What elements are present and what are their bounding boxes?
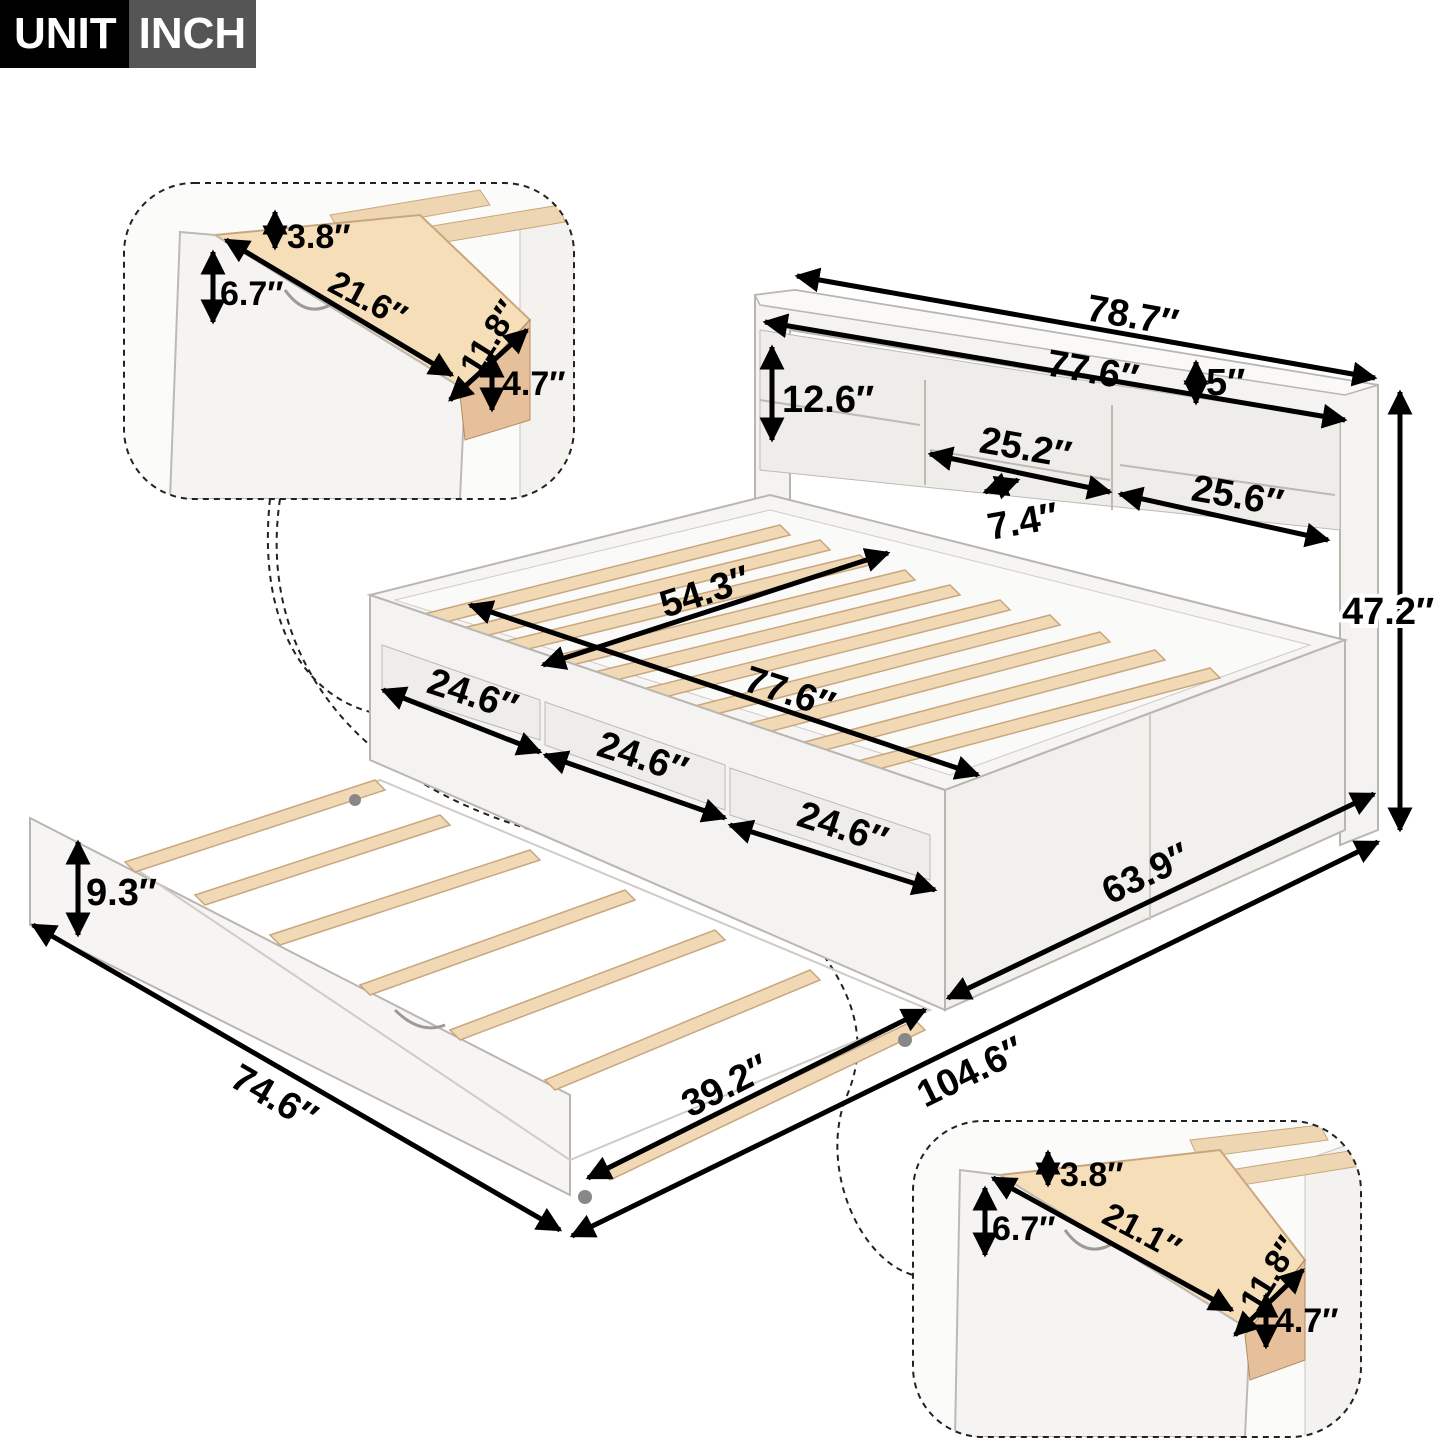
headboard-total-width-label: 78.7″ (1083, 288, 1181, 345)
trundle-length-label: 74.6″ (224, 1056, 325, 1138)
headboard-top-shelf-depth-label: 5″ (1206, 362, 1245, 404)
trundle-height-label: 9.3″ (86, 872, 157, 914)
bottom-drawer-inner-height-label: 3.8″ (1060, 1156, 1124, 1194)
headboard-shelf-height-label: 12.6″ (782, 379, 874, 421)
top-drawer-front-height-label: 6.7″ (220, 275, 284, 313)
overall-height-label: 47.2″ (1342, 591, 1434, 633)
unit-label: UNIT (0, 0, 129, 68)
top-drawer-side-height-label: 4.7″ (502, 365, 566, 403)
unit-badge: UNIT INCH (0, 0, 257, 68)
dimension-arrows (30, 209, 1413, 1350)
bottom-drawer-side-height-label: 4.7″ (1275, 1302, 1339, 1340)
bottom-drawer-front-height-label: 6.7″ (992, 1210, 1056, 1248)
top-drawer-inner-height-label: 3.8″ (287, 218, 351, 256)
unit-value: INCH (128, 0, 257, 68)
cubby-depth-label: 7.4″ (984, 495, 1061, 549)
